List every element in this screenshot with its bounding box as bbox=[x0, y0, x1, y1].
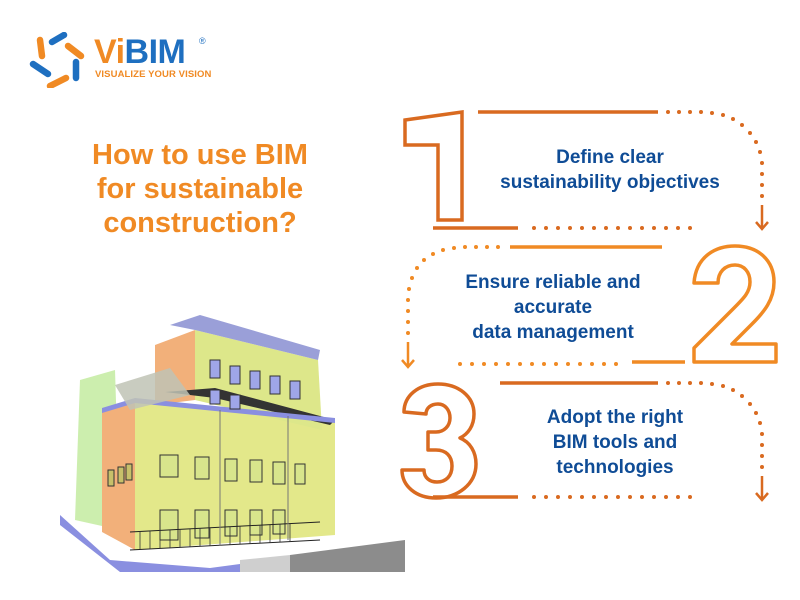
vibim-logo: ViBIM ® VISUALIZE YOUR VISION bbox=[28, 32, 228, 88]
step-1-line-1: Define clear bbox=[556, 147, 664, 168]
building-model-illustration bbox=[60, 315, 405, 572]
step-3-line-1: Adopt the right bbox=[546, 407, 684, 428]
logo-tagline: VISUALIZE YOUR VISION bbox=[95, 69, 212, 80]
title-line-1: How to use BIM bbox=[92, 139, 308, 171]
step-3-text: Adopt the right BIM tools and technologi… bbox=[500, 405, 730, 480]
step-2-number-outline bbox=[692, 244, 778, 364]
logo-wordmark: ViBIM bbox=[94, 33, 186, 71]
step-3-dotted-connector bbox=[532, 381, 764, 499]
step-2-line-3: data management bbox=[472, 322, 634, 343]
step-1-line-2: sustainability objectives bbox=[500, 172, 720, 193]
page-title: How to use BIM for sustainable construct… bbox=[40, 138, 360, 240]
step-2-line-1: Ensure reliable and bbox=[465, 272, 641, 293]
step-1-number-outline bbox=[403, 109, 464, 222]
step-2-text: Ensure reliable and accurate data manage… bbox=[428, 270, 678, 345]
step-1-text: Define clear sustainability objectives bbox=[475, 145, 745, 195]
logo-wordmark-bim: BIM bbox=[124, 33, 186, 71]
step-3-down-arrow-icon bbox=[755, 476, 769, 502]
step-1-down-arrow-icon bbox=[755, 205, 769, 231]
step-2-down-arrow-icon bbox=[401, 342, 415, 369]
registered-mark: ® bbox=[199, 36, 206, 46]
step-1-dotted-connector bbox=[532, 110, 764, 230]
step-3-number-outline bbox=[400, 382, 478, 500]
step-3-line-3: technologies bbox=[556, 457, 674, 478]
title-line-3: construction? bbox=[103, 207, 297, 239]
vibim-pinwheel-logo-icon bbox=[29, 32, 85, 88]
step-2-dotted-connector bbox=[406, 245, 618, 366]
step-2-line-2: accurate bbox=[513, 297, 593, 318]
step-3-line-2: BIM tools and bbox=[552, 432, 678, 453]
logo-wordmark-vi: Vi bbox=[94, 33, 125, 71]
title-line-2: for sustainable bbox=[96, 173, 304, 205]
